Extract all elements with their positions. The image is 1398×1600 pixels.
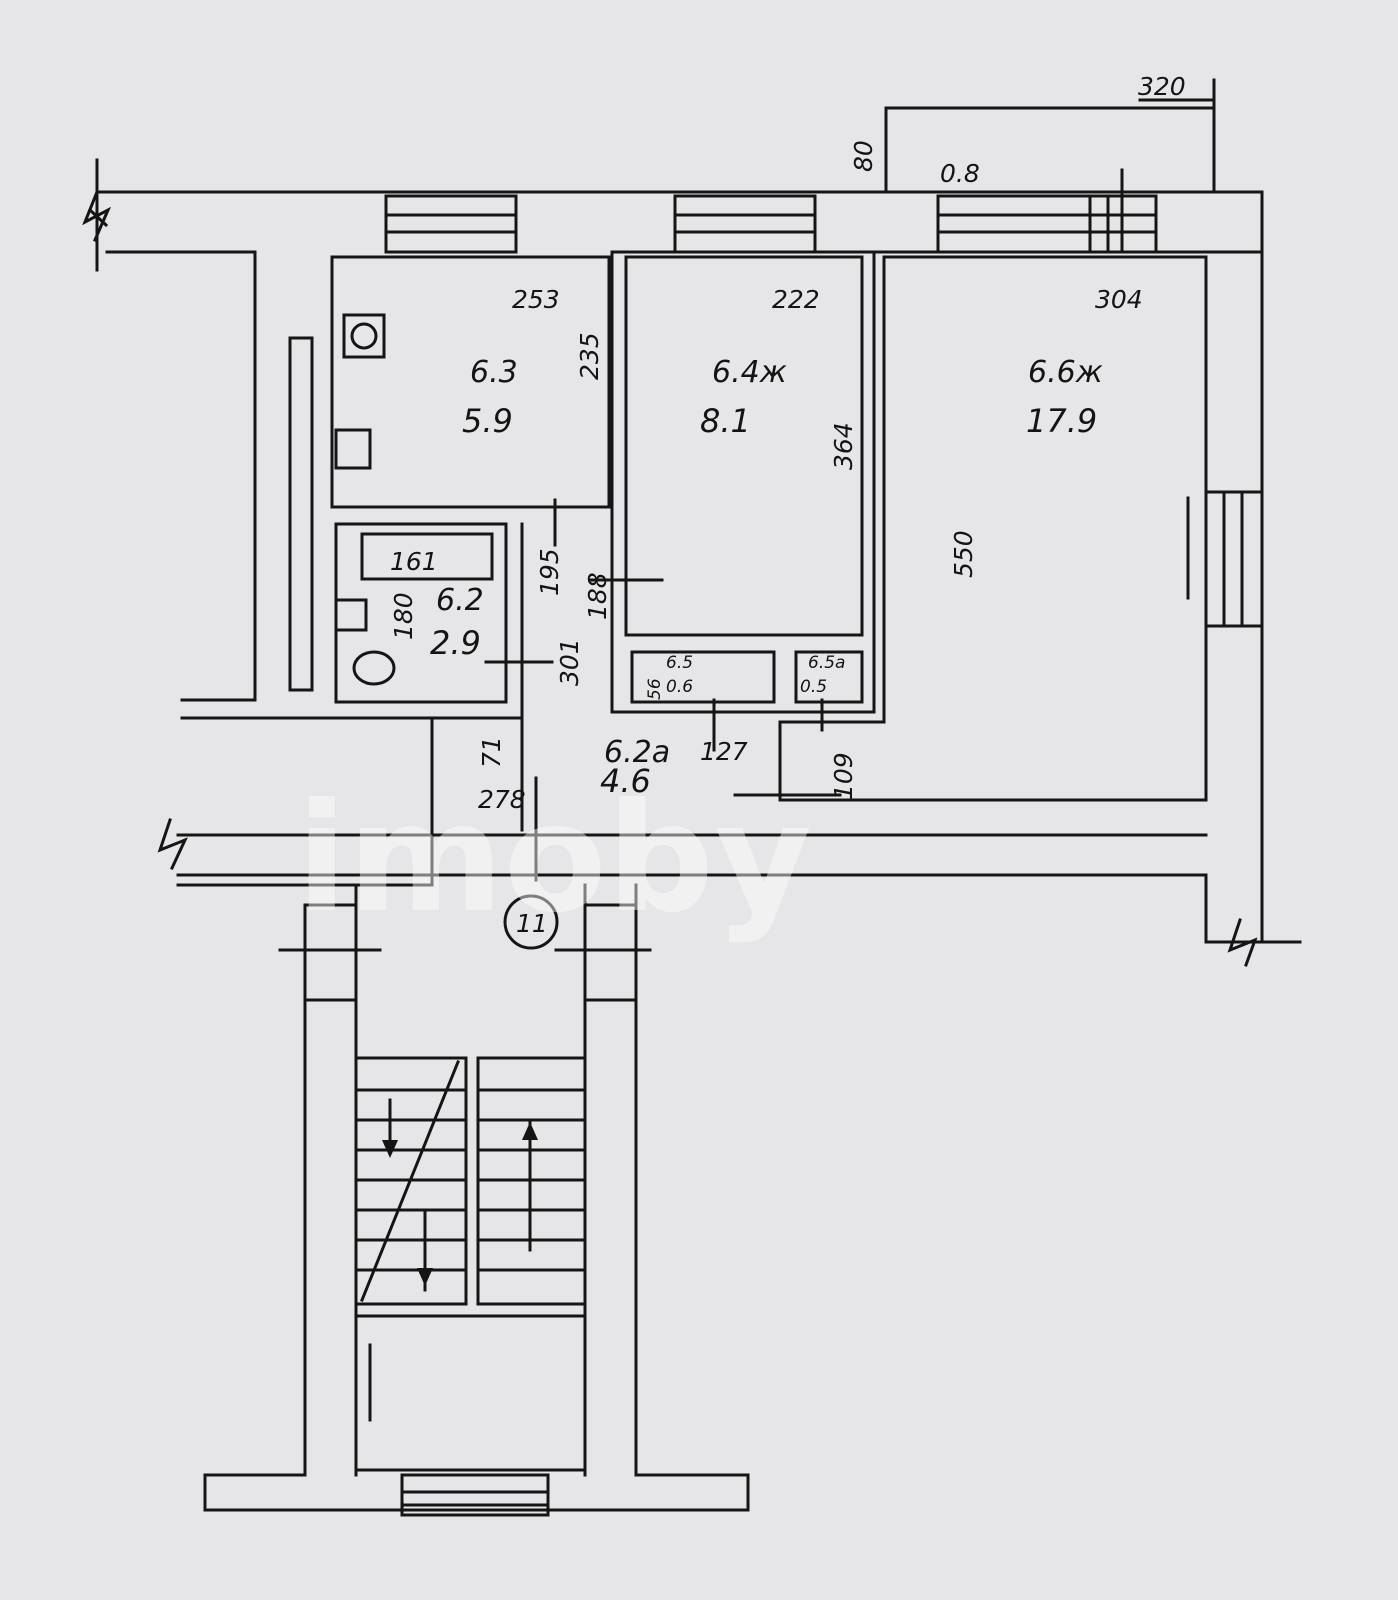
mid-room-lower: 188 <box>583 572 612 620</box>
stove <box>342 313 386 359</box>
level-marker-circle <box>503 894 559 950</box>
balcony-depth: 80 <box>849 140 878 172</box>
kitchen-number: 6.3 <box>470 355 518 390</box>
closet-a-walls <box>630 650 776 704</box>
sink-kitchen <box>334 428 372 470</box>
bath-height: 180 <box>389 592 418 640</box>
windows-top <box>384 168 1158 254</box>
level-marker: 11 <box>516 909 548 938</box>
mid-room-height: 364 <box>829 422 858 470</box>
big-room-walls <box>778 255 1208 802</box>
balcony-area: 0.8 <box>940 159 980 188</box>
bathtub <box>360 532 494 581</box>
bath-number: 6.2 <box>436 583 484 618</box>
closet-a-small-dim: 56 <box>645 678 665 700</box>
balcony-outline <box>884 106 1216 194</box>
big-room-width: 304 <box>1095 285 1143 314</box>
bath-area: 2.9 <box>430 624 481 662</box>
balcony-length: 320 <box>1138 72 1186 101</box>
hall-area: 4.6 <box>600 762 651 800</box>
outer-wall-left-break <box>87 207 109 228</box>
hall-side: 301 <box>555 638 584 686</box>
hall-width: 278 <box>478 785 526 814</box>
hall-walls <box>176 522 782 887</box>
outer-wall-top <box>82 158 1264 944</box>
big-room-height: 550 <box>949 530 978 578</box>
bathtub-length: 161 <box>390 547 438 576</box>
closet-b-walls <box>794 650 864 704</box>
hall-number: 6.2а <box>604 735 670 770</box>
window-right <box>1204 490 1264 628</box>
closet-a-number: 6.5 <box>666 653 693 673</box>
kitchen-walls <box>330 255 611 509</box>
kitchen-width: 253 <box>512 285 560 314</box>
shaft <box>288 336 314 692</box>
kitchen-area: 5.9 <box>462 402 513 440</box>
balcony-dim-line <box>1138 78 1216 110</box>
mid-room-area: 8.1 <box>700 402 751 440</box>
sink-bath <box>334 598 368 632</box>
watermark-text: imoby <box>296 772 812 946</box>
big-room-number: 6.6ж <box>1028 355 1103 390</box>
mid-room-width: 222 <box>772 285 820 314</box>
closet-side: 109 <box>829 752 858 800</box>
bath-side: 195 <box>535 548 564 596</box>
toilet <box>352 650 396 686</box>
closet-a-area: 0.6 <box>666 677 693 697</box>
kitchen-height: 235 <box>575 332 604 380</box>
hall-top: 71 <box>477 736 506 768</box>
big-room-area: 17.9 <box>1026 402 1097 440</box>
mid-room-outer <box>610 250 876 714</box>
stair-window <box>400 1473 550 1517</box>
closet-width: 127 <box>700 737 748 766</box>
mid-room-walls <box>624 255 864 637</box>
closet-b-number: 6.5а <box>808 653 845 673</box>
closet-b-area: 0.5 <box>800 677 827 697</box>
mid-room-number: 6.4ж <box>712 355 787 390</box>
